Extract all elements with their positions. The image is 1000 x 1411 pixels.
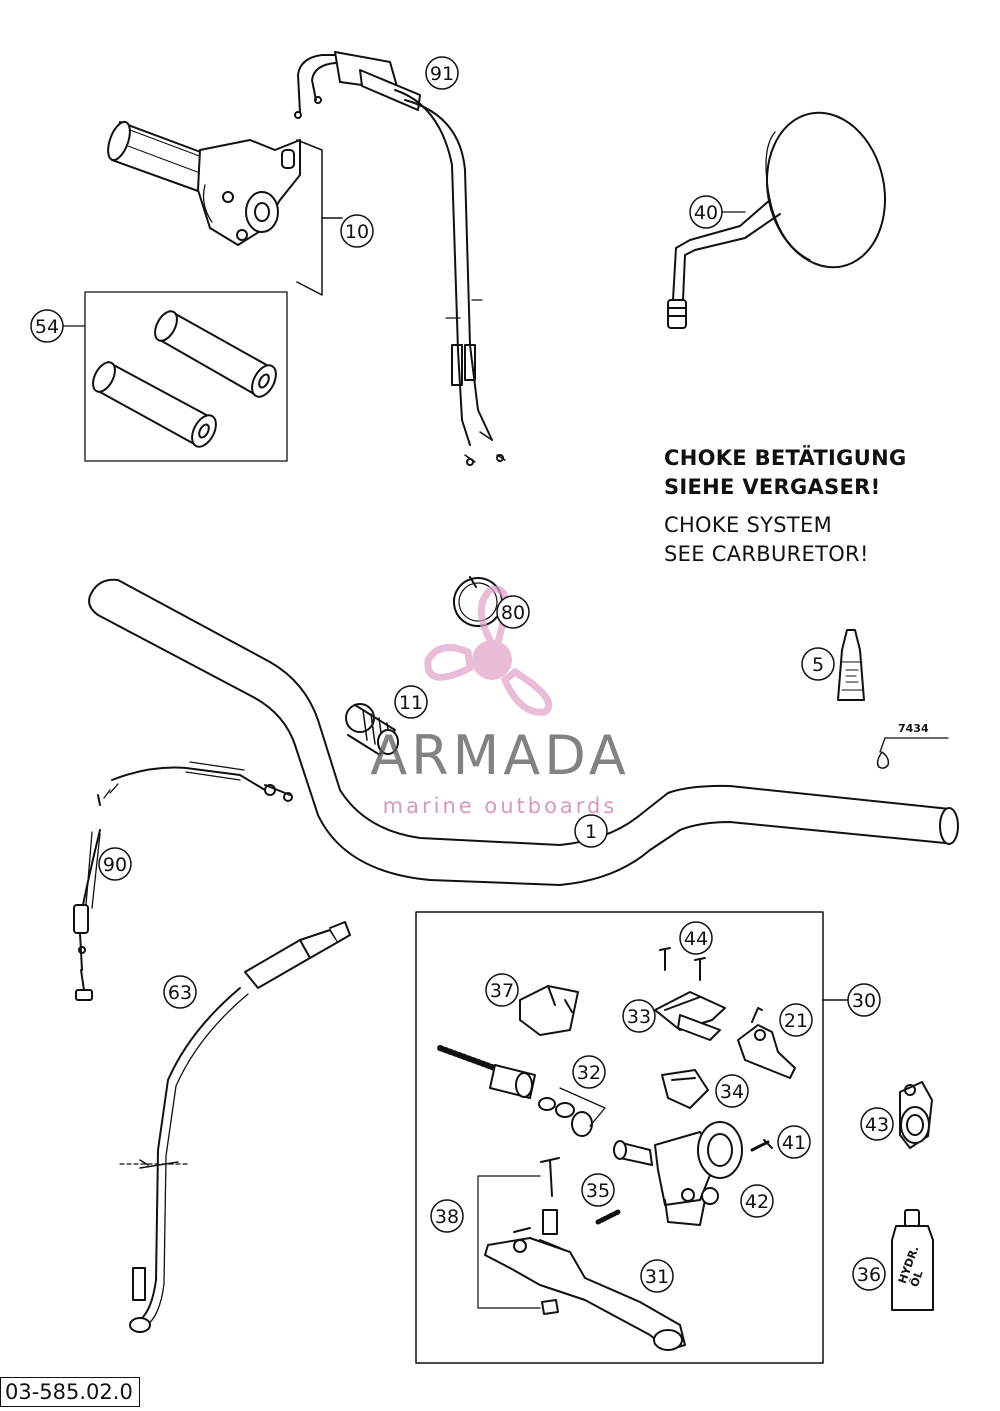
svg-text:10: 10 — [345, 221, 369, 243]
clamp-ring — [453, 576, 503, 627]
reservoir-cap — [654, 991, 726, 1041]
callout-10: 10 — [340, 214, 374, 248]
svg-text:40: 40 — [694, 202, 718, 224]
reservoir-gasket — [661, 1069, 709, 1109]
adjuster-lever — [737, 1007, 796, 1079]
reservoir-screws — [659, 947, 706, 981]
callout-37: 37 — [485, 973, 519, 1007]
callout-33: 33 — [622, 999, 656, 1033]
svg-text:11: 11 — [399, 692, 423, 714]
watermark-brand: ARMADA — [370, 724, 630, 787]
svg-text:32: 32 — [577, 1062, 601, 1084]
hydraulic-oil-bottle — [891, 1209, 934, 1311]
svg-text:33: 33 — [627, 1006, 651, 1028]
svg-text:34: 34 — [720, 1081, 744, 1103]
svg-text:42: 42 — [745, 1191, 769, 1213]
bellows-boot — [345, 703, 399, 756]
svg-text:35: 35 — [586, 1180, 610, 1202]
callout-38: 38 — [430, 1199, 464, 1233]
note-en-line1: CHOKE SYSTEM — [664, 513, 833, 537]
throttle-grip — [107, 120, 301, 246]
piston-kit — [437, 1045, 606, 1137]
callout-43: 43 — [860, 1107, 894, 1141]
dust-cover — [519, 985, 579, 1036]
callout-30: 30 — [847, 983, 881, 1017]
part-callouts: 91 10 54 40 80 5 11 1 90 63 44 37 33 21 … — [30, 56, 894, 1293]
svg-text:63: 63 — [168, 982, 192, 1004]
svg-text:54: 54 — [35, 316, 59, 338]
svg-text:38: 38 — [435, 1206, 459, 1228]
svg-text:44: 44 — [684, 928, 708, 950]
callout-44: 44 — [679, 921, 713, 955]
throttle-cables — [294, 51, 506, 466]
callout-54: 54 — [30, 309, 64, 343]
brake-assembly-box — [415, 911, 824, 1364]
callout-80: 80 — [496, 595, 530, 629]
loctite-code: 7434 — [898, 722, 929, 735]
mirror — [667, 111, 887, 329]
callout-36: 36 — [852, 1257, 886, 1291]
svg-text:43: 43 — [865, 1114, 889, 1136]
note-en-line2: SEE CARBURETOR! — [664, 542, 869, 566]
handlebar — [88, 578, 959, 886]
callout-5: 5 — [801, 647, 835, 681]
master-cylinder — [613, 1121, 743, 1226]
svg-text:91: 91 — [430, 63, 454, 85]
loctite-bottle — [837, 629, 865, 701]
callout-42: 42 — [740, 1184, 774, 1218]
callout-91: 91 — [425, 56, 459, 90]
note-de-line2: SIEHE VERGASER! — [664, 475, 881, 499]
hydraulic-line — [129, 921, 351, 1333]
armada-watermark-logo — [424, 585, 553, 716]
pivot-bolt-set — [477, 1157, 560, 1315]
svg-text:37: 37 — [490, 980, 514, 1002]
callout-21: 21 — [779, 1003, 813, 1037]
svg-text:90: 90 — [103, 854, 127, 876]
callout-1: 1 — [574, 814, 608, 848]
callout-63: 63 — [163, 975, 197, 1009]
svg-text:1: 1 — [585, 821, 597, 843]
svg-text:ÖL: ÖL — [907, 1269, 926, 1289]
svg-text:21: 21 — [784, 1010, 808, 1032]
callout-90: 90 — [98, 847, 132, 881]
diagram-reference-code: 03-585.02.0 — [0, 1377, 140, 1407]
svg-text:30: 30 — [852, 990, 876, 1012]
svg-text:80: 80 — [501, 602, 525, 624]
svg-text:36: 36 — [857, 1264, 881, 1286]
grip-set-box — [84, 291, 288, 462]
callout-31: 31 — [640, 1259, 674, 1293]
callout-35: 35 — [581, 1173, 615, 1207]
handlebar-clamp — [899, 1081, 933, 1149]
note-de-line1: CHOKE BETÄTIGUNG — [664, 446, 907, 470]
grip-set — [92, 310, 277, 448]
svg-text:41: 41 — [782, 1132, 806, 1154]
svg-text:31: 31 — [645, 1266, 669, 1288]
brake-lever — [484, 1227, 686, 1351]
callout-41: 41 — [777, 1125, 811, 1159]
watermark-sub: marine outboards — [382, 794, 618, 818]
callout-34: 34 — [715, 1074, 749, 1108]
callout-40: 40 — [689, 195, 723, 229]
callout-11: 11 — [394, 685, 428, 719]
svg-text:5: 5 — [812, 654, 824, 676]
callout-32: 32 — [572, 1055, 606, 1089]
clutch-cable — [73, 761, 293, 1001]
